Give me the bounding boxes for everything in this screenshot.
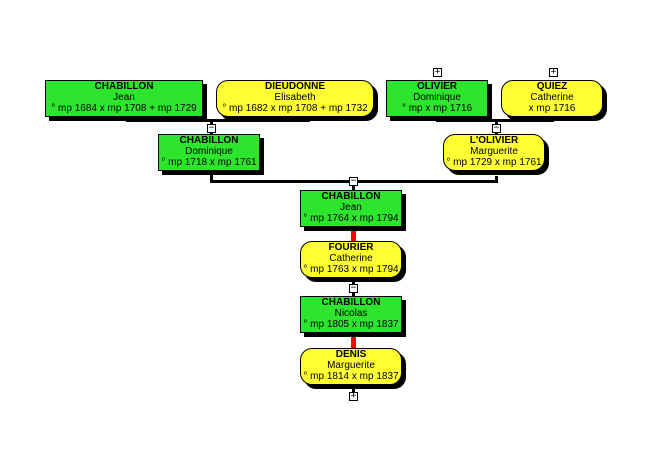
descent-line-middle xyxy=(352,180,355,192)
person-surname: CHABILLON xyxy=(94,81,154,92)
person-card-olivier-dominique[interactable]: OLIVIER Dominique ° mp x mp 1716 xyxy=(386,80,488,117)
marriage-link-jean-fourier xyxy=(351,230,356,243)
person-dates: ° mp 1682 x mp 1708 + mp 1732 xyxy=(222,103,368,114)
expand-quiez-ancestors-button[interactable]: + xyxy=(549,67,558,77)
person-dates: ° mp 1718 x mp 1761 xyxy=(161,157,257,168)
person-surname: QUIEZ xyxy=(536,81,568,92)
collapse-jean-catherine-button[interactable]: − xyxy=(349,283,358,293)
person-card-chabillon-dominique[interactable]: CHABILLON Dominique ° mp 1718 x mp 1761 xyxy=(158,134,260,171)
person-card-lolivier-marguerite[interactable]: L'OLIVIER Marguerite ° mp 1729 x mp 1761 xyxy=(443,134,545,171)
drop-line-right xyxy=(495,176,498,183)
expand-descendants-button[interactable]: + xyxy=(349,391,358,401)
person-surname: DENIS xyxy=(335,349,367,360)
person-dates: ° mp x mp 1716 xyxy=(401,103,473,114)
person-given-name: Jean xyxy=(340,202,362,213)
person-given-name: Jean xyxy=(113,92,135,103)
person-dates: ° mp 1805 x mp 1837 xyxy=(303,319,399,330)
person-surname: FOURIER xyxy=(328,242,374,253)
person-card-chabillon-jean-1684[interactable]: CHABILLON Jean ° mp 1684 x mp 1708 + mp … xyxy=(45,80,203,117)
couple-line-top-left xyxy=(126,119,310,122)
person-dates: ° mp 1763 x mp 1794 xyxy=(303,264,399,275)
person-given-name: Dominique xyxy=(413,92,461,103)
person-card-fourier-catherine[interactable]: FOURIER Catherine ° mp 1763 x mp 1794 xyxy=(300,241,402,278)
person-given-name: Nicolas xyxy=(334,308,368,319)
person-surname: OLIVIER xyxy=(416,81,457,92)
person-given-name: Catherine xyxy=(329,253,373,264)
collapse-chabillon-dieudonne-button[interactable]: − xyxy=(207,123,216,133)
person-surname: L'OLIVIER xyxy=(469,135,519,146)
person-surname: CHABILLON xyxy=(179,135,239,146)
person-card-chabillon-jean-1764[interactable]: CHABILLON Jean ° mp 1764 x mp 1794 xyxy=(300,190,402,227)
person-card-dieudonne-elisabeth[interactable]: DIEUDONNE Elisabeth ° mp 1682 x mp 1708 … xyxy=(216,80,374,117)
marriage-link-nicolas-denis xyxy=(351,337,356,350)
collapse-olivier-quiez-button[interactable]: − xyxy=(492,123,501,133)
collapse-dominique-marguerite-button[interactable]: − xyxy=(349,176,358,186)
person-dates: ° mp 1764 x mp 1794 xyxy=(303,213,399,224)
person-given-name: Marguerite xyxy=(327,360,375,371)
person-card-quiez-catherine[interactable]: QUIEZ Catherine x mp 1716 xyxy=(501,80,603,117)
person-given-name: Dominique xyxy=(185,146,233,157)
expand-olivier-ancestors-button[interactable]: + xyxy=(433,67,442,77)
person-dates: ° mp 1814 x mp 1837 xyxy=(303,371,399,382)
person-dates: x mp 1716 xyxy=(528,103,576,114)
drop-line-left xyxy=(210,174,213,183)
person-dates: ° mp 1684 x mp 1708 + mp 1729 xyxy=(51,103,197,114)
person-card-denis-marguerite[interactable]: DENIS Marguerite ° mp 1814 x mp 1837 xyxy=(300,348,402,385)
person-given-name: Catherine xyxy=(530,92,574,103)
person-surname: CHABILLON xyxy=(321,191,381,202)
person-surname: DIEUDONNE xyxy=(264,81,325,92)
person-dates: ° mp 1729 x mp 1761 xyxy=(446,157,542,168)
person-surname: CHABILLON xyxy=(321,297,381,308)
person-given-name: Elisabeth xyxy=(274,92,316,103)
person-given-name: Marguerite xyxy=(470,146,518,157)
person-card-chabillon-nicolas[interactable]: CHABILLON Nicolas ° mp 1805 x mp 1837 xyxy=(300,296,402,333)
